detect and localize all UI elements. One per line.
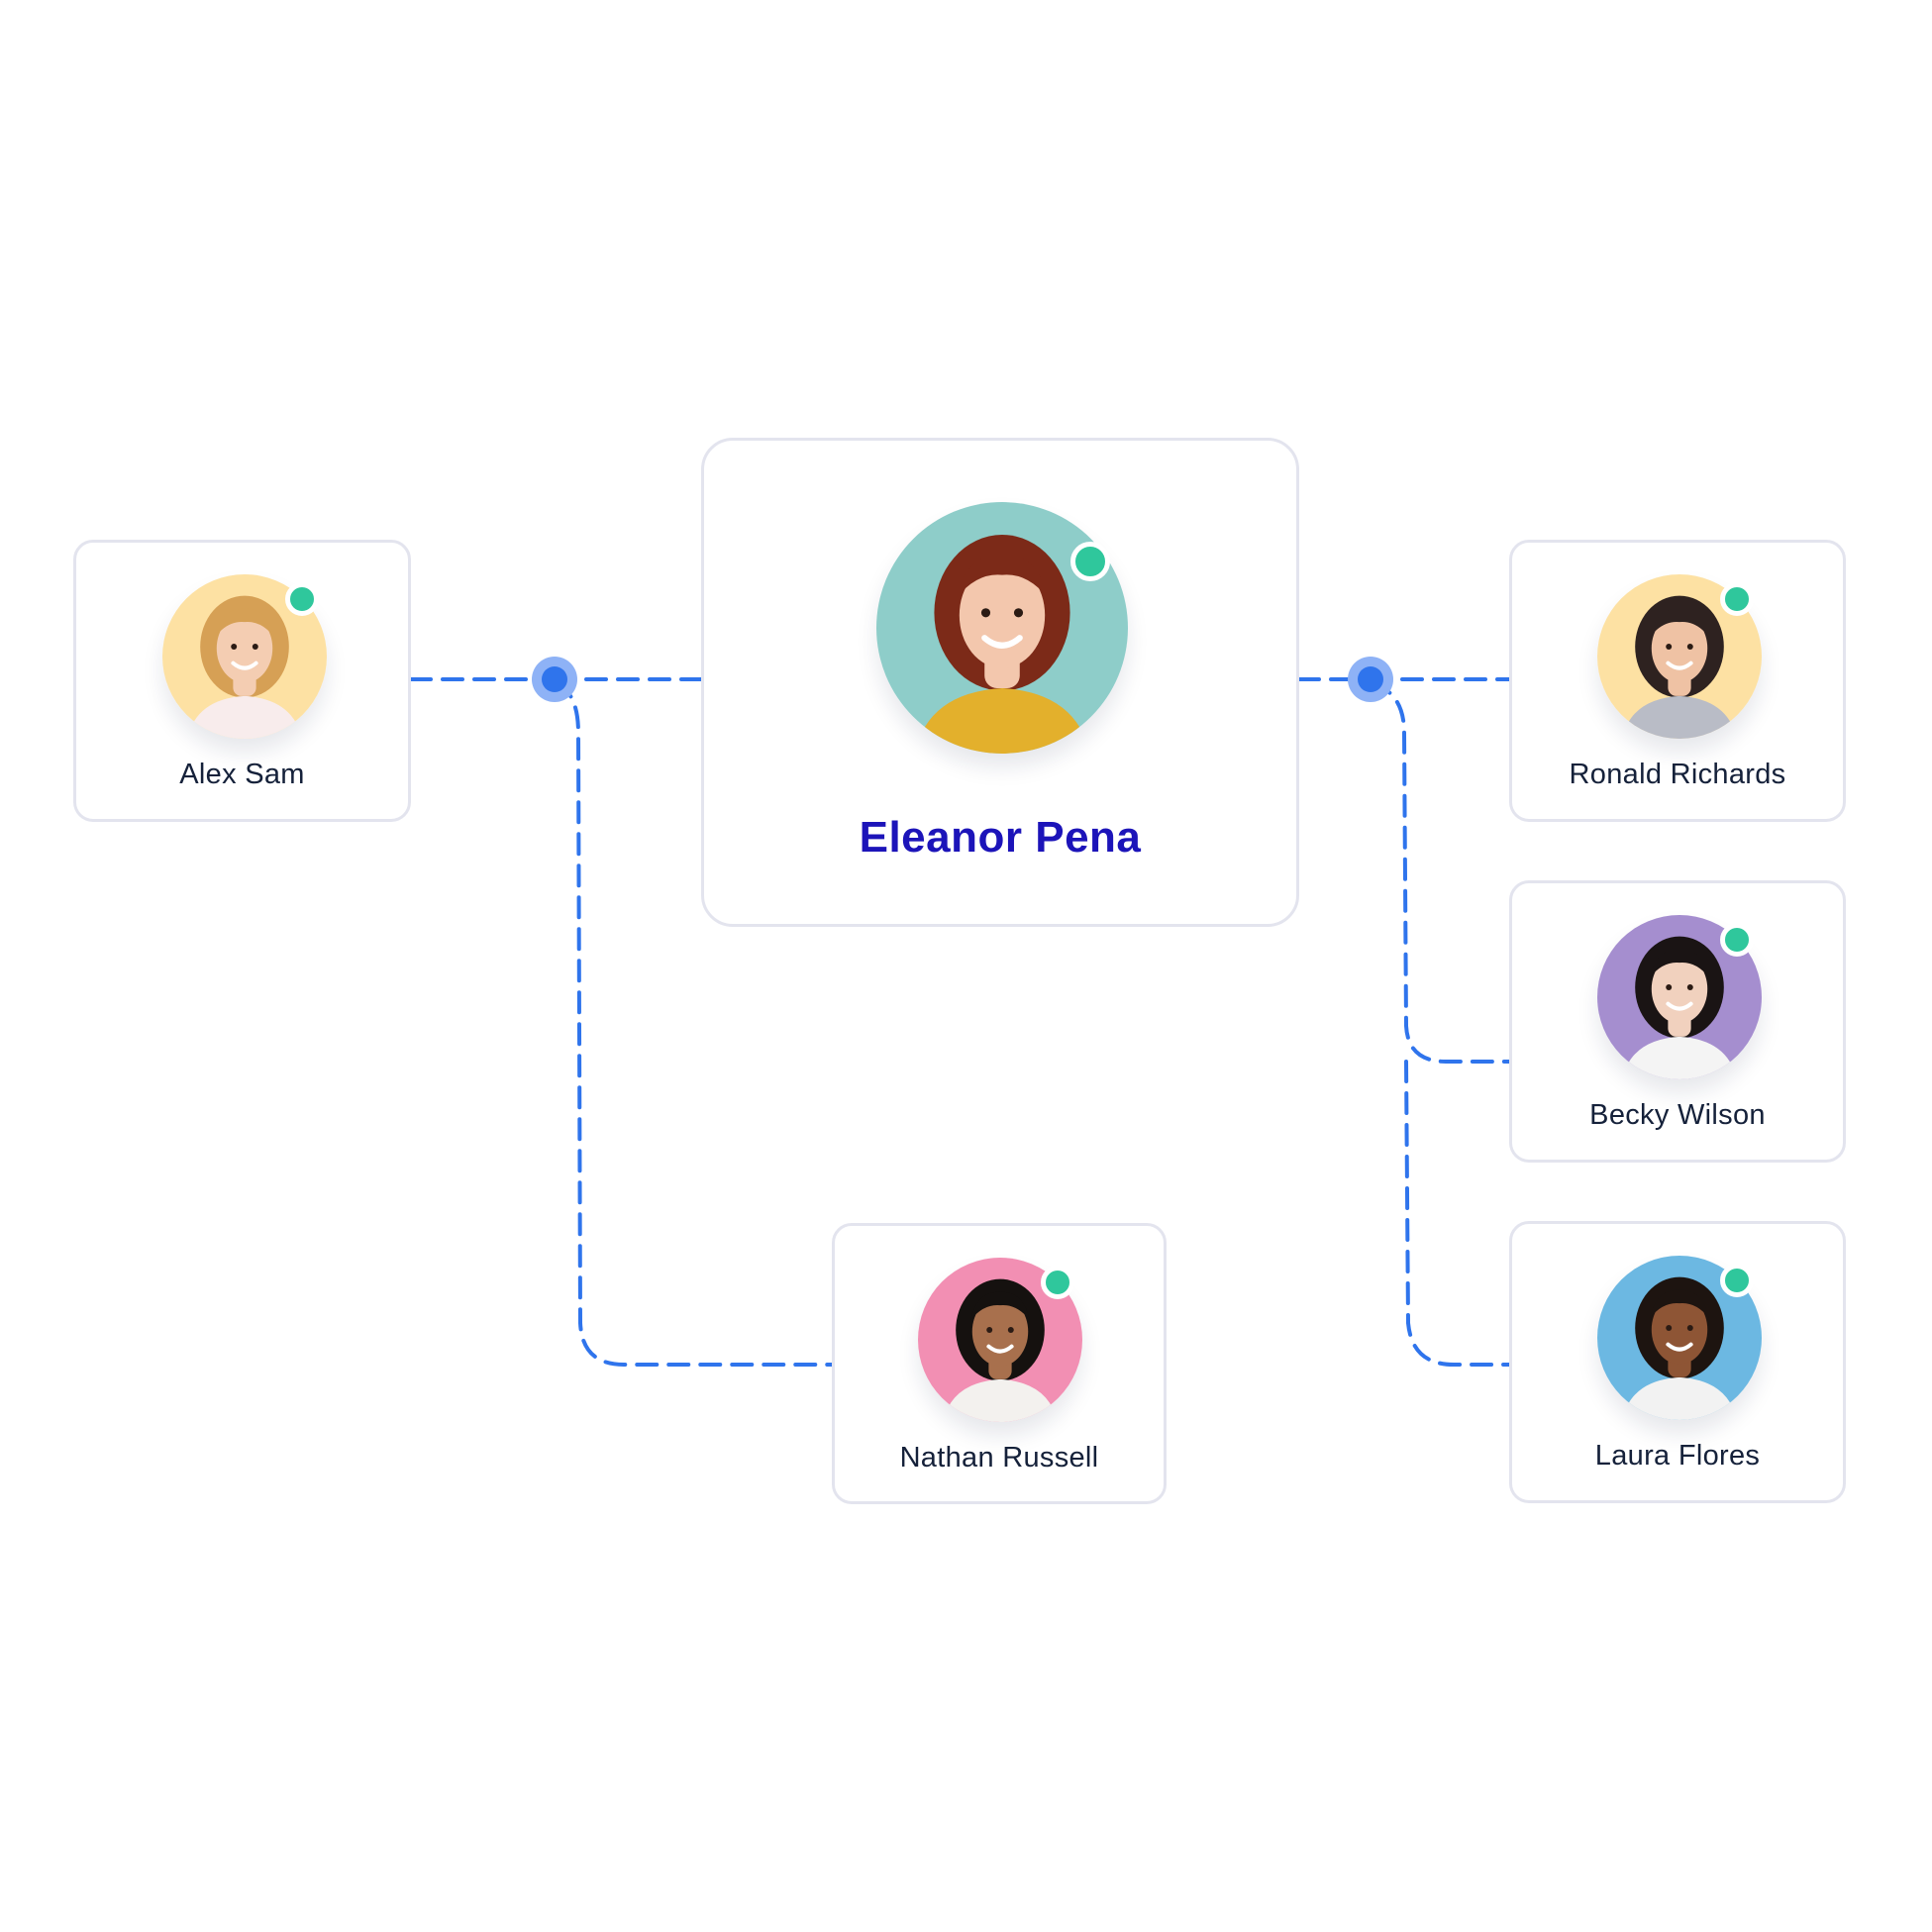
status-online-indicator (1070, 542, 1110, 581)
status-online-indicator (1720, 582, 1754, 616)
person-name: Ronald Richards (1569, 759, 1786, 790)
avatar (876, 502, 1128, 754)
status-online-indicator (285, 582, 319, 616)
avatar (1597, 915, 1762, 1079)
status-online-indicator (1720, 1264, 1754, 1297)
person-name: Nathan Russell (899, 1442, 1099, 1474)
status-online-indicator (1041, 1266, 1074, 1299)
status-online-indicator (1720, 923, 1754, 957)
person-name: Eleanor Pena (859, 813, 1142, 862)
person-card-alex-sam[interactable]: Alex Sam (73, 540, 411, 822)
person-card-becky-wilson[interactable]: Becky Wilson (1509, 880, 1846, 1163)
junction-left (532, 657, 577, 702)
person-card-eleanor-pena[interactable]: Eleanor Pena (701, 438, 1299, 927)
person-name: Becky Wilson (1589, 1099, 1766, 1131)
person-name: Alex Sam (179, 759, 305, 790)
connector-hub-to-becky (1371, 681, 1511, 1064)
person-card-ronald-richards[interactable]: Ronald Richards (1509, 540, 1846, 822)
person-name: Laura Flores (1594, 1440, 1761, 1472)
connector-hub-to-laura (1404, 1060, 1511, 1367)
person-card-laura-flores[interactable]: Laura Flores (1509, 1221, 1846, 1503)
person-card-nathan-russell[interactable]: Nathan Russell (832, 1223, 1167, 1504)
avatar (1597, 1256, 1762, 1420)
junction-right (1348, 657, 1393, 702)
